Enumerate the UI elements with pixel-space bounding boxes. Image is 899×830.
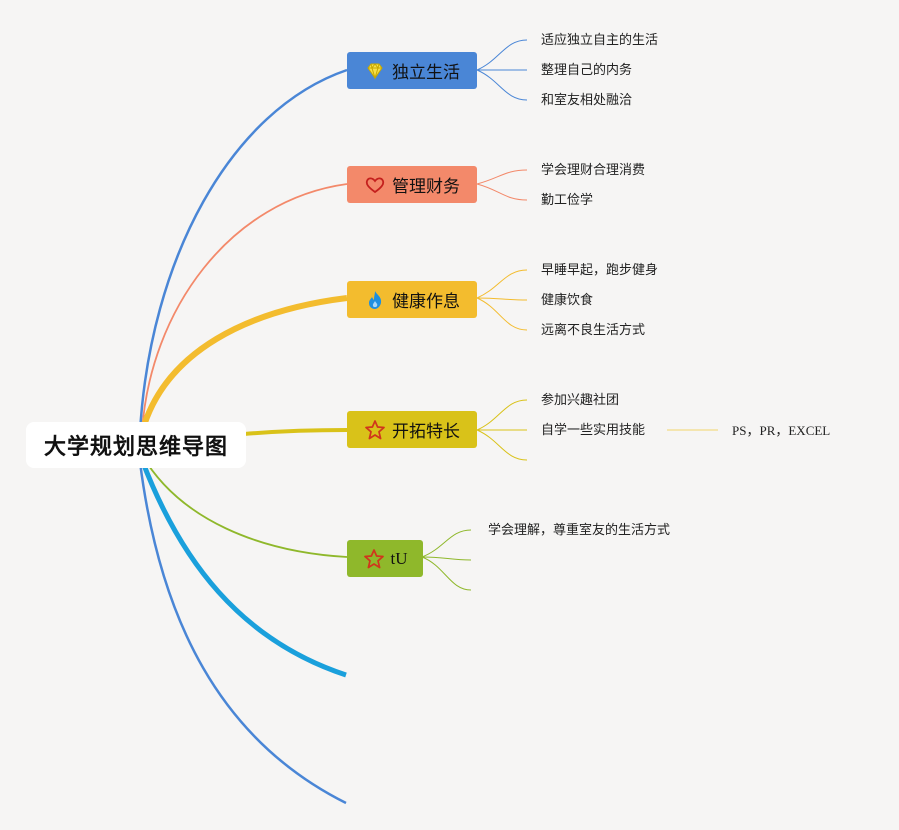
topic-label: 独立生活 — [392, 63, 460, 83]
branch-line-empty-2 — [138, 461, 347, 805]
leaf-finance-2[interactable]: 勤工俭学 — [541, 193, 594, 208]
child-line-3-1 — [476, 269, 528, 299]
topic-finance[interactable]: 管理财务 — [347, 166, 477, 203]
branch-line-talent — [243, 428, 348, 436]
child-line-5-3 — [421, 556, 472, 591]
leaf-tu-1[interactable]: 学会理解，尊重室友的生活方式 — [488, 523, 671, 538]
star-icon — [364, 419, 386, 441]
topic-talent[interactable]: 开拓特长 — [347, 411, 477, 448]
topic-independent-life[interactable]: 独立生活 — [347, 52, 477, 89]
root-topic[interactable]: 大学规划思维导图 — [26, 422, 246, 468]
child-line-3-2 — [476, 297, 528, 301]
flame-icon — [364, 289, 386, 311]
child-line-4-3 — [476, 429, 528, 461]
leaf-talent-2[interactable]: 自学一些实用技能 — [541, 423, 646, 438]
branch-line-empty-1 — [139, 459, 347, 678]
leaf-health-1[interactable]: 早睡早起，跑步健身 — [541, 263, 659, 278]
child-line-3-3 — [476, 297, 528, 331]
leaf-health-2[interactable]: 健康饮食 — [541, 293, 594, 308]
heart-icon — [364, 174, 386, 196]
leaf-independent-1[interactable]: 适应独立自主的生活 — [541, 33, 659, 48]
branch-line-independent-life — [138, 68, 348, 433]
branch-line-tu — [141, 454, 348, 558]
topic-label: 健康作息 — [392, 292, 460, 312]
child-line-4-1 — [476, 399, 528, 431]
branch-line-finance — [141, 183, 348, 433]
branch-line-health — [139, 295, 348, 433]
topic-tu[interactable]: tU — [347, 540, 423, 577]
leaf-talent-subchild[interactable]: PS，PR，EXCEL — [732, 423, 831, 438]
topic-label: 管理财务 — [392, 177, 460, 197]
leaf-independent-2[interactable]: 整理自己的内务 — [541, 63, 633, 78]
leaf-health-3[interactable]: 远离不良生活方式 — [541, 323, 646, 338]
topic-label: tU — [390, 548, 408, 568]
child-line-2-2 — [476, 183, 528, 201]
root-title: 大学规划思维导图 — [43, 435, 228, 460]
leaf-finance-1[interactable]: 学会理财合理消费 — [541, 163, 646, 178]
diamond-icon — [364, 60, 386, 82]
child-line-1-3 — [476, 69, 528, 101]
topic-health[interactable]: 健康作息 — [347, 281, 477, 318]
child-line-2-1 — [476, 169, 528, 185]
leaf-talent-1[interactable]: 参加兴趣社团 — [541, 393, 620, 408]
topic-label: 开拓特长 — [392, 422, 460, 442]
child-line-5-2 — [421, 556, 472, 561]
child-line-5-1 — [421, 529, 472, 558]
child-line-1-1 — [476, 39, 528, 71]
star-icon — [363, 548, 385, 570]
leaf-independent-3[interactable]: 和室友相处融洽 — [541, 93, 633, 108]
